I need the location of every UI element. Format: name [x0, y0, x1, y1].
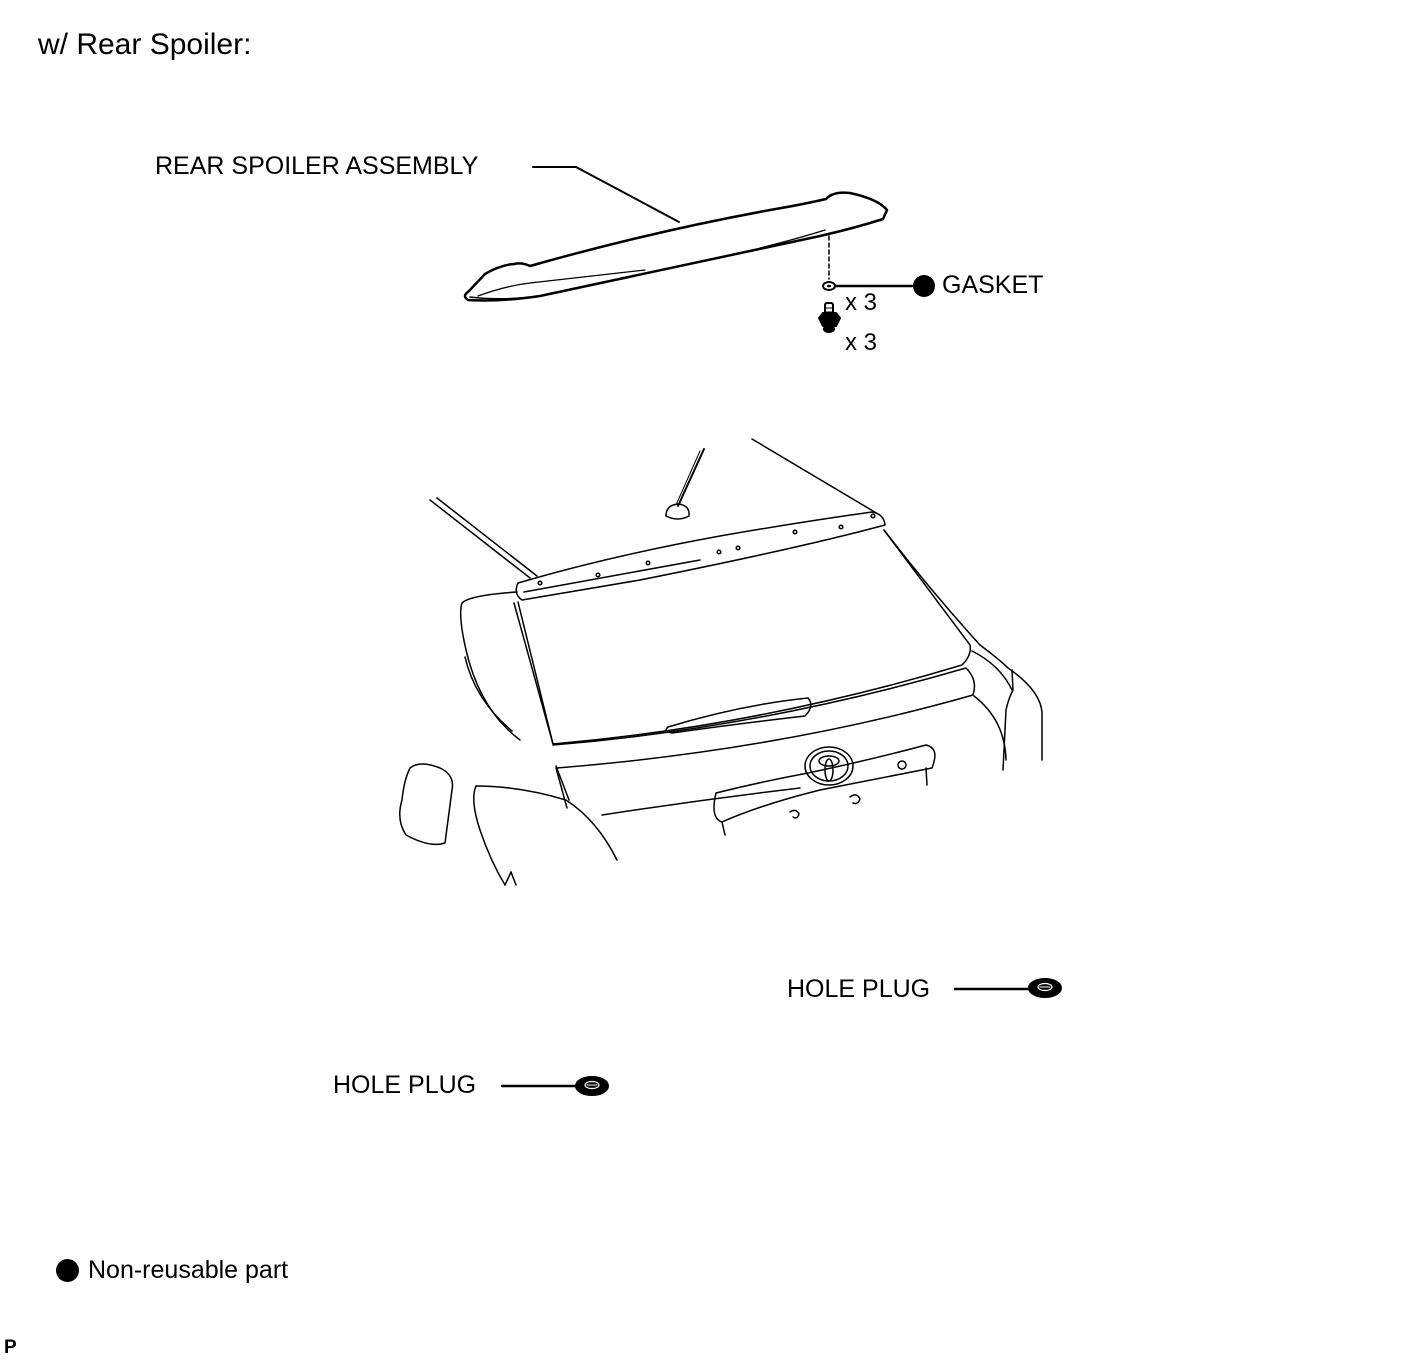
- label-nut-quantity: x 3: [845, 329, 878, 356]
- hole-plug-left: [500, 1076, 609, 1096]
- gasket-washer: [822, 281, 836, 291]
- vehicle-rear-drawing: [399, 438, 1043, 886]
- legend-text: Non-reusable part: [88, 1256, 289, 1284]
- gasket-non-reusable-dot: [913, 275, 935, 297]
- rear-spoiler-part: [463, 191, 889, 302]
- label-gasket: GASKET: [942, 271, 1044, 299]
- nut-part: [818, 302, 841, 333]
- non-reusable-legend-icon: [56, 1259, 79, 1282]
- label-hole-plug-left: HOLE PLUG: [333, 1071, 477, 1099]
- figure-code: P: [4, 1337, 17, 1358]
- page-heading: w/ Rear Spoiler:: [38, 28, 252, 61]
- leader-rear-spoiler: [532, 166, 680, 223]
- hole-plug-right: [953, 978, 1062, 998]
- label-rear-spoiler-assembly: REAR SPOILER ASSEMBLY: [155, 152, 479, 180]
- label-gasket-quantity: x 3: [845, 289, 878, 316]
- label-hole-plug-right: HOLE PLUG: [787, 975, 931, 1003]
